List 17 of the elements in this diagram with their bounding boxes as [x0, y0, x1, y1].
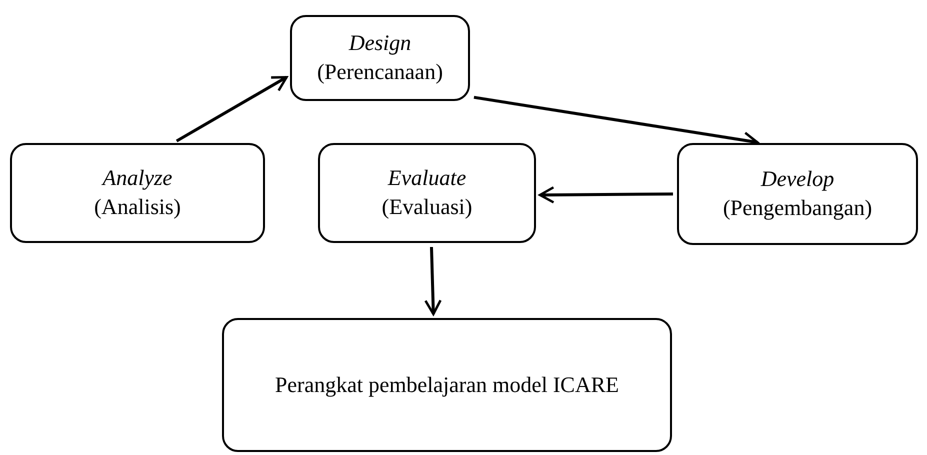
- step-title: Develop: [760, 165, 834, 194]
- step-label: (Perencanaan): [317, 58, 443, 86]
- step-label: (Analisis): [94, 193, 181, 221]
- step-title: Design: [348, 29, 412, 58]
- arrow: [176, 76, 288, 142]
- process-box: [677, 143, 918, 245]
- process-box: [290, 15, 470, 101]
- step-title: Evaluate: [388, 164, 466, 192]
- step-label: Perangkat pembelajaran model ICARE: [275, 370, 619, 399]
- arrow: [538, 186, 674, 204]
- process-box: [10, 143, 265, 243]
- step-title: Analyze: [102, 164, 172, 192]
- step-label: (Pengembangan): [722, 194, 872, 222]
- arrow: [424, 246, 442, 316]
- process-box: [222, 318, 672, 452]
- process-box: [318, 143, 536, 243]
- step-label: (Evaluasi): [382, 193, 472, 221]
